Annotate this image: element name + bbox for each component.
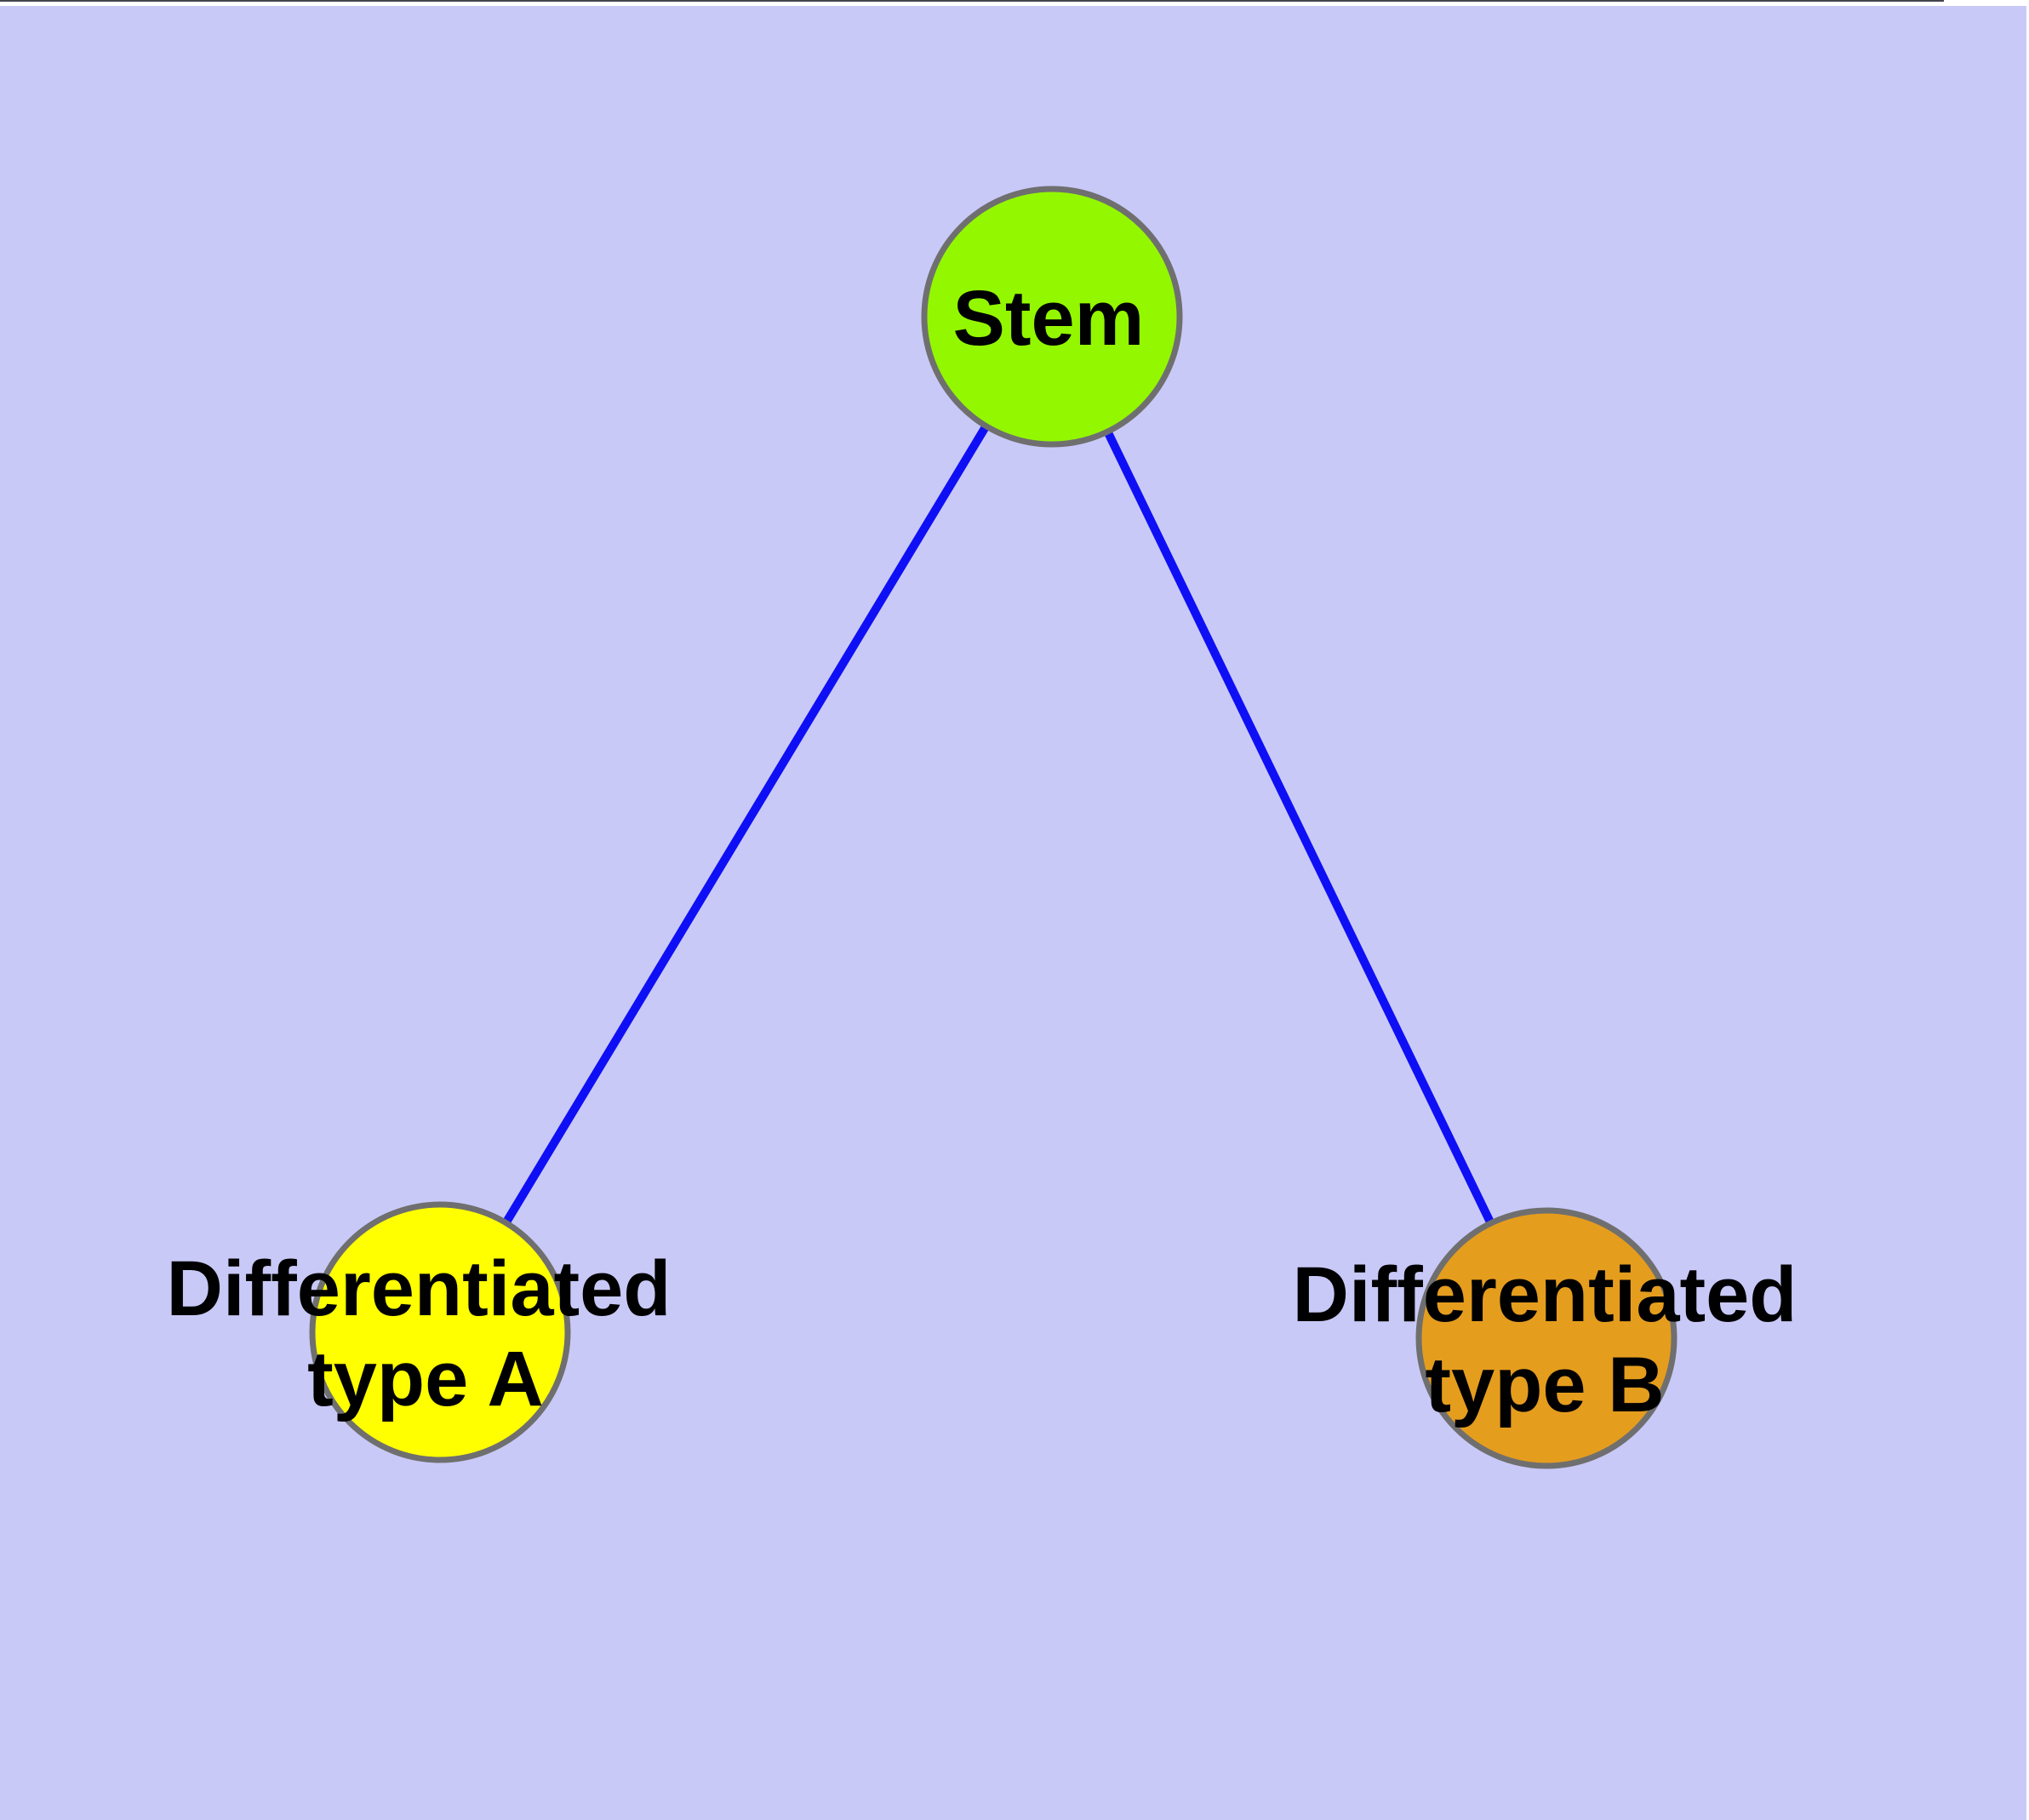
edge-stem-to-type-a: [436, 314, 1056, 1335]
node-type-a-label-line2: type A: [307, 1336, 544, 1422]
node-differentiated-type-b: [1415, 1207, 1677, 1469]
window-top-hairline: [0, 0, 1944, 2]
node-type-a-label-line1: Differentiated: [167, 1245, 672, 1332]
node-stem: [921, 186, 1183, 448]
edge-stem-to-type-b: [1048, 314, 1551, 1341]
node-differentiated-type-a: [309, 1201, 571, 1463]
node-type-b-label-line2: type B: [1425, 1342, 1664, 1428]
node-type-b-label-line1: Differentiated: [1293, 1251, 1798, 1338]
node-stem-label: Stem: [953, 275, 1145, 362]
